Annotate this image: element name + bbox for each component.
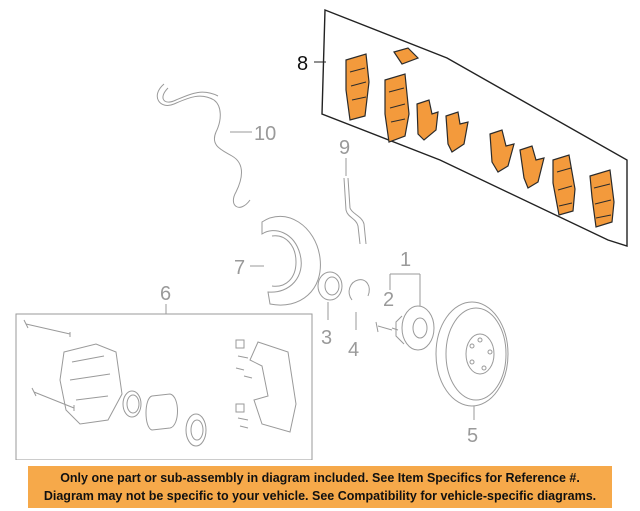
piston-boot [185,413,207,447]
callout-7: 7 [234,257,245,279]
caliper-assembly-box [15,313,313,460]
wheel-hub-flange [401,305,435,351]
callout-3: 3 [321,327,332,349]
brake-rotor-group[interactable]: 5 [435,301,509,447]
disclaimer-line-2: Diagram may not be specific to your vehi… [43,489,597,503]
brake-rotor-hole-2 [487,349,493,355]
disclaimer-banner: Only one part or sub-assembly in diagram… [28,466,612,508]
snap-ring [348,279,370,301]
bracket-pins-upper [235,339,253,379]
brake-rotor-hole-3 [481,365,487,371]
brake-rotor-outer [435,301,509,407]
caliper-assembly-group[interactable]: 6 [15,283,313,460]
wheel-hub-center [412,317,428,339]
callout-6: 6 [160,283,171,305]
anti-squeal-shim-3 [489,129,515,173]
splash-shield-group[interactable]: 7 [234,216,321,306]
brake-pad-4-detail [593,183,612,219]
abs-sensor-wire [156,83,251,208]
splash-shield [261,216,321,306]
wheel-bearing-inner [324,276,340,296]
brake-pad-2 [384,73,410,143]
caliper-piston [145,393,178,431]
disclaimer-line-1: Only one part or sub-assembly in diagram… [60,471,580,485]
callout-8: 8 [297,53,308,75]
anti-squeal-shim-4 [519,145,545,189]
anti-squeal-shim-2 [445,111,469,153]
callout-2: 2 [383,289,394,311]
hub-group[interactable]: 1 2 [375,249,435,351]
hub-bolt [375,321,399,333]
brake-rotor-hole-5 [469,343,475,349]
brake-rotor-rim [445,307,507,401]
wheel-hub-body [395,315,405,345]
piston-seal-inner [126,394,140,414]
snap-ring-group[interactable]: 4 [348,279,370,361]
brake-pad-kit-group[interactable]: 8 [297,8,628,247]
abs-sensor-wire-inner [162,87,219,103]
brake-pad-1 [345,53,370,121]
wheel-bearing-outer [317,271,343,301]
bracket-pins-lower [235,403,249,429]
piston-boot-inner [190,419,204,441]
callout-4: 4 [348,339,359,361]
brake-pad-2-detail [388,87,406,123]
piston-seal [122,390,142,418]
pad-clip [393,47,420,65]
pad-kit-panel-outline [321,8,628,247]
wheel-bearing-group[interactable]: 3 [317,271,343,349]
brake-hose [343,177,367,245]
caliper-housing [59,343,123,425]
brake-hose-group[interactable]: 9 [339,137,367,245]
callout-5: 5 [467,425,478,447]
anti-squeal-shim-1 [416,99,439,141]
brake-rotor-hole-1 [477,337,483,343]
brake-pad-3-detail [556,167,573,207]
caliper-bracket [249,341,297,433]
brake-pad-1-detail [349,67,367,101]
brake-rotor-hat [465,333,495,375]
caliper-bolt-lower [31,387,75,411]
callout-9: 9 [339,137,350,159]
brake-rotor-hole-4 [469,359,475,365]
brake-parts-diagram: 8 10 9 7 3 [15,8,628,460]
callout-1: 1 [400,249,411,271]
caliper-housing-detail [69,355,111,401]
callout-10: 10 [254,123,276,145]
brake-pad-3 [552,154,576,216]
callout-1-bracket [389,273,421,306]
abs-sensor-group[interactable]: 10 [156,83,276,208]
splash-shield-inner [271,235,297,287]
caliper-bolt-upper [23,319,71,337]
